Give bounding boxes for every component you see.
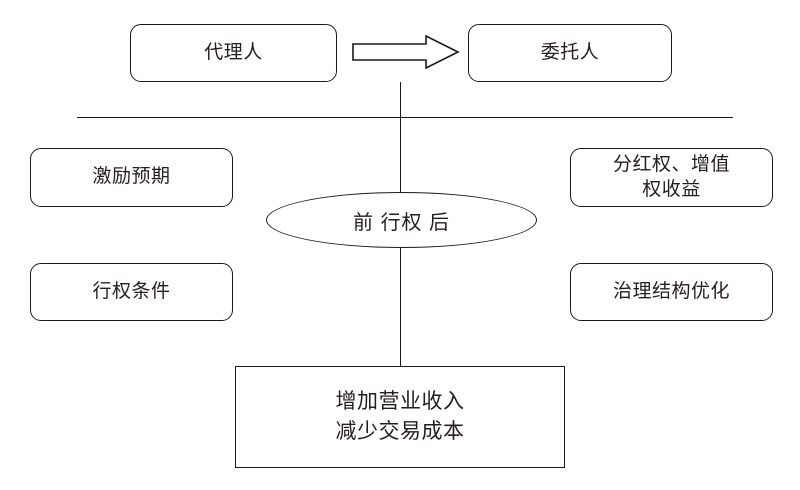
node-dividend-rights-label: 分红权、增值 权收益 (612, 154, 730, 200)
node-agent-label: 代理人 (204, 41, 263, 63)
node-exercise-condition[interactable]: 行权条件 (30, 263, 233, 321)
node-outcome-label: 增加营业收入 减少交易成本 (335, 390, 465, 443)
node-agent[interactable]: 代理人 (130, 24, 337, 82)
node-governance-optimization-label: 治理结构优化 (612, 280, 730, 302)
node-dividend-rights[interactable]: 分红权、增值 权收益 (570, 148, 773, 207)
arrow-agent-to-principal-icon (352, 35, 460, 69)
node-exercise-condition-label: 行权条件 (92, 280, 171, 302)
node-outcome[interactable]: 增加营业收入 减少交易成本 (235, 366, 565, 468)
node-principal[interactable]: 委托人 (468, 24, 672, 82)
connector-vertical-lower (400, 247, 401, 366)
node-timeline-ellipse-label: 前 行权 后 (352, 211, 451, 234)
node-governance-optimization[interactable]: 治理结构优化 (570, 263, 773, 321)
node-timeline-ellipse[interactable]: 前 行权 后 (266, 192, 537, 248)
node-incentive-expectation-label: 激励预期 (92, 166, 171, 188)
node-incentive-expectation[interactable]: 激励预期 (30, 148, 233, 207)
node-principal-label: 委托人 (540, 41, 600, 63)
connector-horizontal-divider (77, 117, 733, 118)
connector-vertical-upper (400, 82, 401, 205)
